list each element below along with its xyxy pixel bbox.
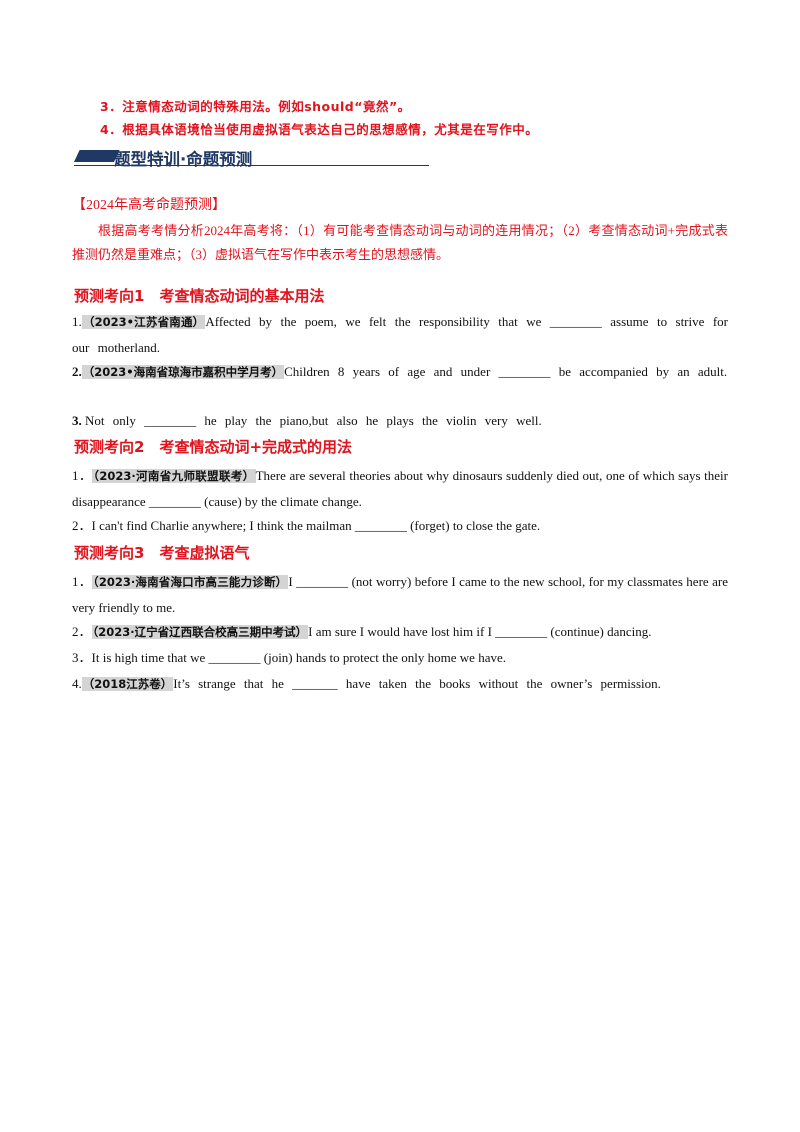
s3-question-2: 2．（2023·辽宁省辽西联合校高三期中考试）I am sure I would… [72, 619, 728, 645]
question-number: 1． [72, 574, 92, 589]
s3-question-1: 1．（2023·海南省海口市高三能力诊断）I ________ (not wor… [72, 569, 728, 620]
question-text: Affected by the poem, we felt the respon… [72, 314, 728, 355]
question-text: It’s strange that he _______ have taken … [173, 676, 661, 691]
prediction-heading: 【2024年高考命题预测】 [72, 198, 226, 213]
question-text: There are several theories about why din… [72, 468, 728, 509]
question-number: 4. [72, 676, 82, 691]
question-source: （2023·辽宁省辽西联合校高三期中考试） [91, 625, 309, 639]
question-text: It is high time that we ________ (join) … [91, 650, 506, 665]
question-number: 2． [72, 624, 92, 639]
prediction-text: 根据高考考情分析2024年高考将：（1）有可能考查情态动词与动词的连用情况；（2… [72, 223, 728, 262]
question-source: （2023·海南省海口市高三能力诊断） [91, 575, 289, 589]
section-3-heading: 预测考向3 考查虚拟语气 [74, 544, 250, 562]
question-source: （2023•海南省琼海市嘉积中学月考） [81, 365, 285, 379]
question-text: Not only ________ he play the piano,but … [85, 413, 542, 428]
question-source: （2023•江苏省南通） [81, 315, 206, 329]
question-source: （2023·河南省九师联盟联考） [92, 469, 256, 483]
s2-question-2: 2．I can't find Charlie anywhere; I think… [72, 513, 728, 538]
question-number: 3. [72, 413, 82, 428]
question-number: 2． [72, 518, 92, 533]
question-text: Children 8 years of age and under ______… [284, 364, 728, 379]
section-banner: 题型特训·命题预测 [74, 146, 429, 169]
question-text: I ________ (not worry) before I came to … [72, 574, 728, 615]
s2-question-1: 1．（2023·河南省九师联盟联考）There are several theo… [72, 463, 728, 514]
banner-underline [74, 165, 429, 166]
question-number: 3． [72, 650, 92, 665]
tip-4: 4．根据具体语境恰当使用虚拟语气表达自己的思想感情，尤其是在写作中。 [100, 122, 539, 137]
banner-bar [74, 150, 120, 162]
banner-title: 题型特训·命题预测 [114, 150, 253, 169]
question-number: 1． [72, 468, 93, 483]
section-2-heading: 预测考向2 考查情态动词+完成式的用法 [74, 438, 353, 456]
question-text: I can't find Charlie anywhere; I think t… [91, 518, 541, 533]
s1-question-3: 3. Not only ________ he play the piano,b… [72, 408, 728, 433]
tip-3: 3．注意情态动词的特殊用法。例如should“竟然”。 [100, 99, 411, 114]
s3-question-3: 3．It is high time that we ________ (join… [72, 645, 728, 670]
s1-question-2: 2.（2023•海南省琼海市嘉积中学月考）Children 8 years of… [72, 359, 728, 385]
s3-question-4: 4.（2018江苏卷）It’s strange that he _______ … [72, 671, 728, 697]
section-1-heading: 预测考向1 考查情态动词的基本用法 [74, 287, 325, 305]
question-number: 1. [72, 314, 82, 329]
question-source: （2018江苏卷） [81, 677, 174, 691]
question-text: I am sure I would have lost him if I ___… [308, 624, 652, 639]
s1-question-1: 1.（2023•江苏省南通）Affected by the poem, we f… [72, 309, 728, 360]
question-number: 2. [72, 364, 82, 379]
